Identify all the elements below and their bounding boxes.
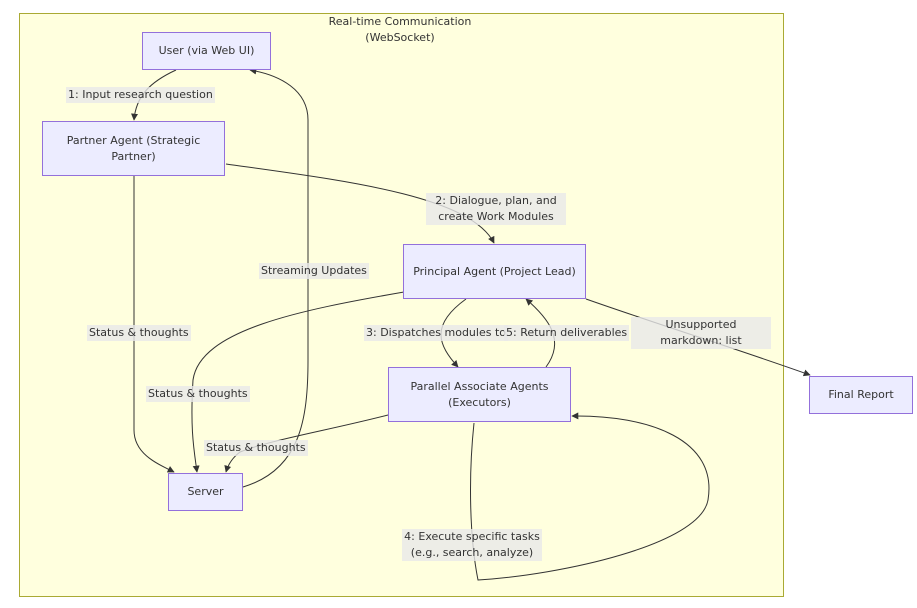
websocket-cluster bbox=[19, 13, 784, 597]
node-associate-agents-label: Parallel Associate Agents (Executors) bbox=[410, 379, 549, 409]
cluster-title-line2: (WebSocket) bbox=[365, 31, 435, 44]
node-partner-agent-label: Partner Agent (Strategic Partner) bbox=[66, 133, 201, 163]
edge-partner-principal bbox=[225, 163, 495, 244]
edge-partner-server bbox=[133, 176, 175, 473]
node-principal-agent-label: Principal Agent (Project Lead) bbox=[413, 264, 576, 278]
label-status-associates: Status & thoughts bbox=[204, 440, 308, 456]
label-return-deliverables: 5: Return deliverables bbox=[504, 325, 630, 341]
node-final-report-label: Final Report bbox=[828, 388, 894, 401]
cluster-title-line1: Real-time Communication bbox=[328, 15, 472, 28]
node-user-label: User (via Web UI) bbox=[158, 44, 255, 57]
cluster-title: Real-time Communication (WebSocket) bbox=[300, 14, 500, 46]
node-partner-agent: Partner Agent (Strategic Partner) bbox=[42, 121, 225, 176]
label-dispatches: 3: Dispatches modules to bbox=[364, 325, 509, 341]
label-status-partner: Status & thoughts bbox=[87, 325, 191, 341]
label-unsupported-markdown: Unsupported markdown: list bbox=[631, 317, 771, 349]
node-user: User (via Web UI) bbox=[142, 32, 271, 70]
node-final-report: Final Report bbox=[809, 376, 913, 414]
node-server: Server bbox=[168, 473, 243, 511]
label-execute-tasks: 4: Execute specific tasks (e.g., search,… bbox=[402, 529, 542, 561]
label-streaming-updates: Streaming Updates bbox=[259, 263, 369, 279]
label-status-principal: Status & thoughts bbox=[146, 386, 250, 402]
edge-associates-loop bbox=[470, 412, 710, 581]
label-input-question: 1: Input research question bbox=[66, 87, 215, 103]
edge-principal-server bbox=[191, 291, 405, 473]
node-associate-agents: Parallel Associate Agents (Executors) bbox=[388, 367, 571, 422]
node-server-label: Server bbox=[187, 485, 224, 498]
node-principal-agent: Principal Agent (Project Lead) bbox=[403, 244, 586, 299]
label-dialogue-plan: 2: Dialogue, plan, and create Work Modul… bbox=[426, 193, 566, 225]
